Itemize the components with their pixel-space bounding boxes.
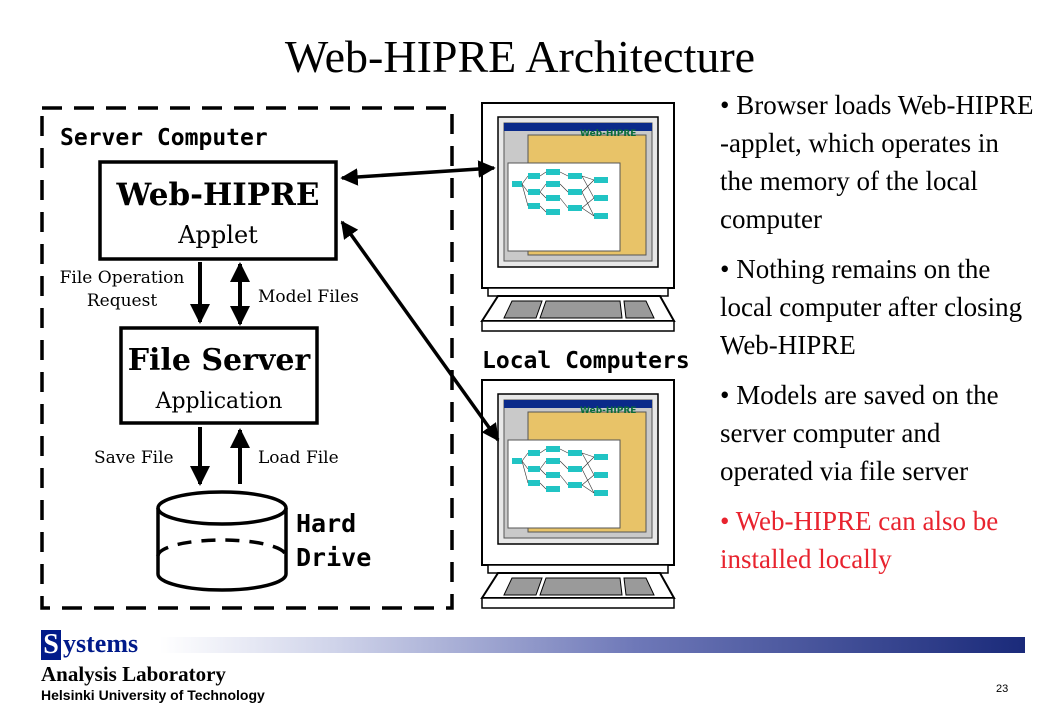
local-computer-top-icon: Web-HIPRE [481,102,675,332]
load-file-label: Load File [258,448,339,468]
slide-title: Web-HIPRE Architecture [284,31,756,82]
save-file-label: Save File [94,448,174,468]
footer-gradient-bar [160,637,1025,653]
bullet-item: • Models are saved on the server compute… [720,380,999,486]
file-op-label-2: Request [87,291,157,311]
svg-text:Web-HIPRE: Web-HIPRE [580,406,636,416]
university-name: Helsinki University of Technology [41,687,265,703]
applet-subtitle: Applet [177,221,258,249]
hard-drive-label-1: Hard [296,509,356,538]
file-op-label-1: File Operation [60,268,185,288]
logo-s-letter: S [41,630,61,660]
bullet-item: • Browser loads Web-HIPRE -applet, which… [720,90,1034,234]
local-computer-bottom-icon: Web-HIPRE [481,379,675,609]
server-label: Server Computer [60,125,268,151]
file-server-subtitle: Application [155,389,283,414]
applet-box [98,160,338,261]
logo-systems-text: ystems [63,629,139,658]
bullet-item: • Nothing remains on the local computer … [720,254,1023,360]
file-server-title: File Server [128,343,312,378]
bullet-item-highlight: • Web-HIPRE can also be installed locall… [720,506,999,574]
lab-name: Analysis Laboratory [41,662,226,686]
local-computers-label: Local Computers [482,348,690,374]
file-server-box [119,326,319,425]
model-files-label: Model Files [258,287,359,307]
page-number: 23 [996,683,1009,695]
bullet-list: • Browser loads Web-HIPRE -applet, which… [720,86,1035,590]
svg-text:Web-HIPRE: Web-HIPRE [580,129,636,139]
applet-top-computer-arrow [340,160,496,186]
applet-title: Web-HIPRE [115,177,319,213]
applet-bottom-computer-arrow [340,220,500,442]
hard-drive-icon [156,490,288,592]
hard-drive-label-2: Drive [296,543,371,572]
